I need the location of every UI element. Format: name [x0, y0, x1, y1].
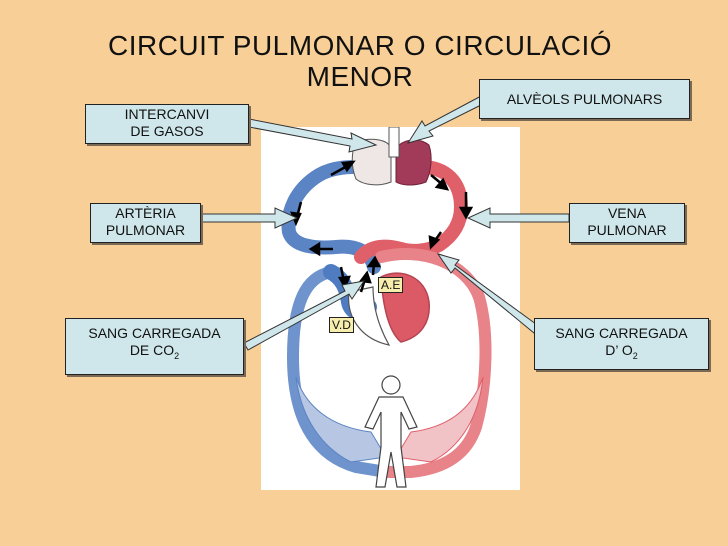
sang-o2-line-2: D’ O2	[535, 342, 708, 365]
sang-o2-line-1: SANG CARREGADA	[555, 325, 688, 341]
flow-arrow-9-head	[366, 255, 382, 268]
flow-arrow-1-head	[340, 160, 356, 173]
flow-arrow-3-head	[308, 241, 321, 257]
intercanvi-line-1: INTERCANVI	[124, 106, 210, 122]
alveols-pulmonars-label: ALVÈOLS PULMONARS	[479, 79, 690, 119]
arteria-pulmonar-label: ARTÈRIA PULMONAR	[90, 203, 201, 243]
vena-line-2: PULMONAR	[587, 222, 667, 238]
flow-arrow-6-head	[428, 235, 441, 250]
pointer-sang-co2	[243, 280, 366, 351]
vena-line-1: VENA	[607, 205, 647, 221]
arteria-line-2: PULMONAR	[105, 222, 186, 238]
ae-tag: A.E	[378, 277, 404, 293]
pointer-alveols	[406, 94, 488, 144]
flow-arrows	[290, 160, 474, 293]
sang-co2-subscript: 2	[174, 350, 180, 361]
pointer-sang-o2	[436, 253, 541, 334]
sang-co2-line-2: DE CO2	[66, 342, 243, 365]
sang-co2-formula: DE CO	[129, 342, 175, 358]
systemic-vein-vessel	[286, 266, 392, 478]
title-line-1: CIRCUIT PULMONAR O CIRCULACIÓ	[107, 30, 613, 61]
vena-pulmonar-label: VENA PULMONAR	[569, 203, 685, 243]
intercanvi-line-2: DE GASOS	[130, 123, 204, 139]
sang-carregada-o2-label: SANG CARREGADA D’ O2	[534, 318, 709, 370]
flow-arrow-7-head	[337, 275, 351, 290]
pointer-arteria	[200, 207, 299, 229]
left-lung	[351, 138, 392, 186]
flow-arrow-4-head	[434, 177, 450, 191]
sang-o2-formula: D’ O	[605, 342, 633, 358]
sang-carregada-co2-label: SANG CARREGADA DE CO2	[65, 318, 244, 375]
trachea	[388, 127, 400, 158]
right-ventricle	[348, 286, 391, 346]
flow-arrow-5-head	[458, 206, 474, 220]
pointer-vena	[466, 207, 570, 229]
flow-arrow-8-head	[358, 270, 372, 284]
page-title: CIRCUIT PULMONAR O CIRCULACIÓ MENOR	[60, 30, 660, 92]
aorta-vessel	[375, 248, 492, 478]
intercanvi-de-gasos-label: INTERCANVI DE GASOS	[85, 104, 249, 144]
alveols-text: ALVÈOLS PULMONARS	[506, 91, 663, 107]
pointer-intercanvi	[248, 118, 378, 153]
vd-tag: V.D	[329, 317, 354, 333]
title-line-2: MENOR	[306, 61, 414, 92]
arteria-line-1: ARTÈRIA	[115, 205, 176, 221]
pulmonary-vein-vessel	[354, 160, 469, 264]
human-body-icon	[364, 375, 418, 488]
pulmonary-artery-vessel	[281, 159, 386, 274]
sang-o2-subscript: 2	[632, 350, 638, 361]
sang-co2-line-1: SANG CARREGADA	[88, 325, 221, 341]
circulation-diagram	[261, 127, 520, 490]
